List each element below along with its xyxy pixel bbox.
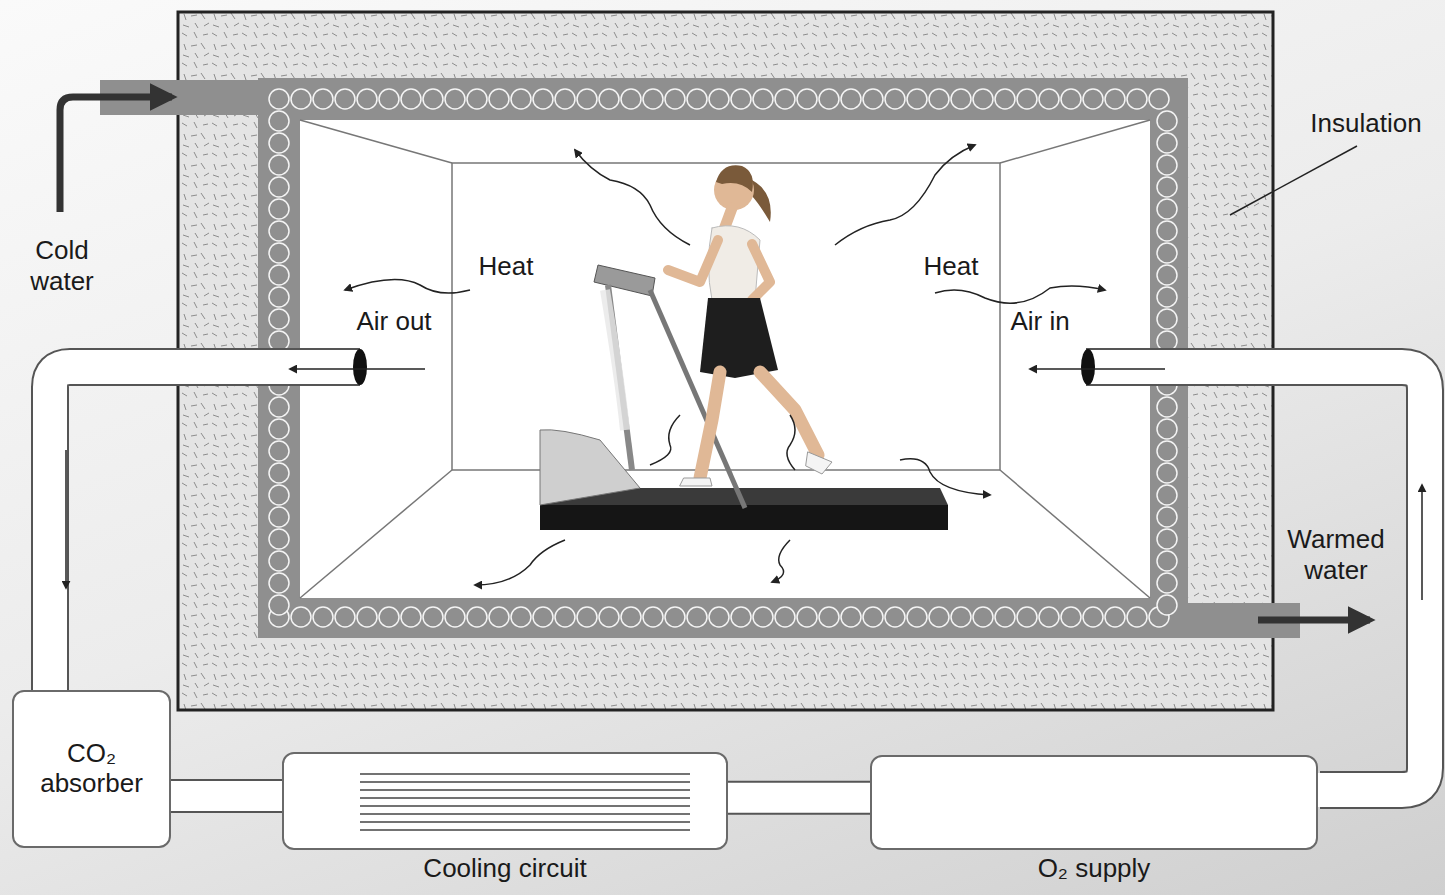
cooling-box: Cooling circuit — [282, 752, 728, 850]
warm-water-arrow — [1258, 617, 1370, 624]
water-jacket — [258, 78, 1188, 638]
flow-label: Air out — [334, 306, 454, 337]
heat-label: Heat — [456, 251, 556, 282]
outlet-label: Warmed water — [1271, 524, 1401, 586]
water-coils — [269, 89, 1177, 627]
absorber-box: CO₂ absorber — [12, 690, 171, 848]
chamber-room — [300, 120, 1150, 598]
supply-box: O₂ supply — [870, 755, 1318, 850]
part-label: Insulation — [1286, 108, 1445, 139]
flow-label: Air in — [990, 306, 1090, 337]
runner-figure — [668, 165, 832, 486]
heat-label: Heat — [901, 251, 1001, 282]
node-label: CO₂ absorber — [14, 739, 169, 799]
room-perspective — [300, 120, 1150, 598]
air-pipe — [168, 796, 285, 797]
cold-water-arrow — [60, 97, 172, 212]
inlet-label: Cold water — [12, 235, 112, 297]
treadmill — [540, 265, 948, 530]
air-out-pipe — [50, 349, 425, 695]
node-label: Cooling circuit — [423, 854, 586, 884]
leader-line — [1230, 146, 1357, 215]
air-pipe — [725, 797, 873, 798]
air-in-pipe — [1030, 349, 1425, 790]
heat-waves — [345, 145, 1105, 585]
node-label: O₂ supply — [1038, 854, 1151, 884]
